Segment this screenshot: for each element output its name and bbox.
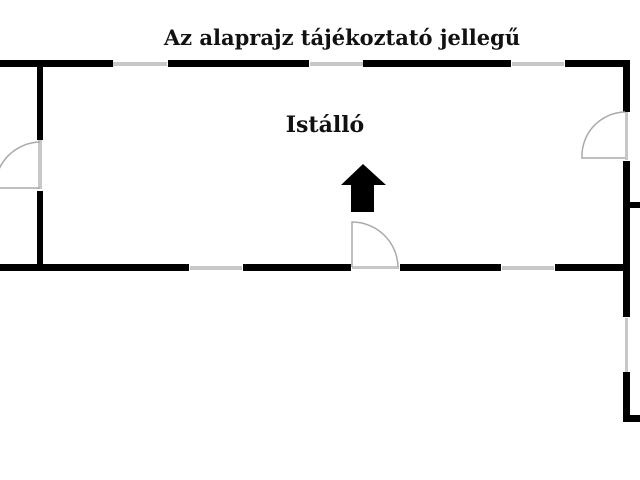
arrow-up-icon — [341, 164, 386, 212]
right-wall — [581, 60, 640, 422]
window — [502, 266, 554, 270]
left-wall — [0, 60, 43, 270]
window — [310, 62, 363, 66]
left-door — [0, 141, 41, 189]
room-label: Istálló — [286, 112, 364, 138]
window — [512, 62, 564, 66]
bottom-wall — [0, 221, 627, 271]
disclaimer-title: Az alaprajz tájékoztató jellegű — [163, 25, 520, 50]
entrance-door — [351, 221, 399, 268]
door-threshold — [352, 266, 399, 269]
window — [190, 266, 242, 270]
right-door — [581, 111, 626, 159]
window — [113, 62, 167, 66]
top-wall — [0, 60, 630, 67]
